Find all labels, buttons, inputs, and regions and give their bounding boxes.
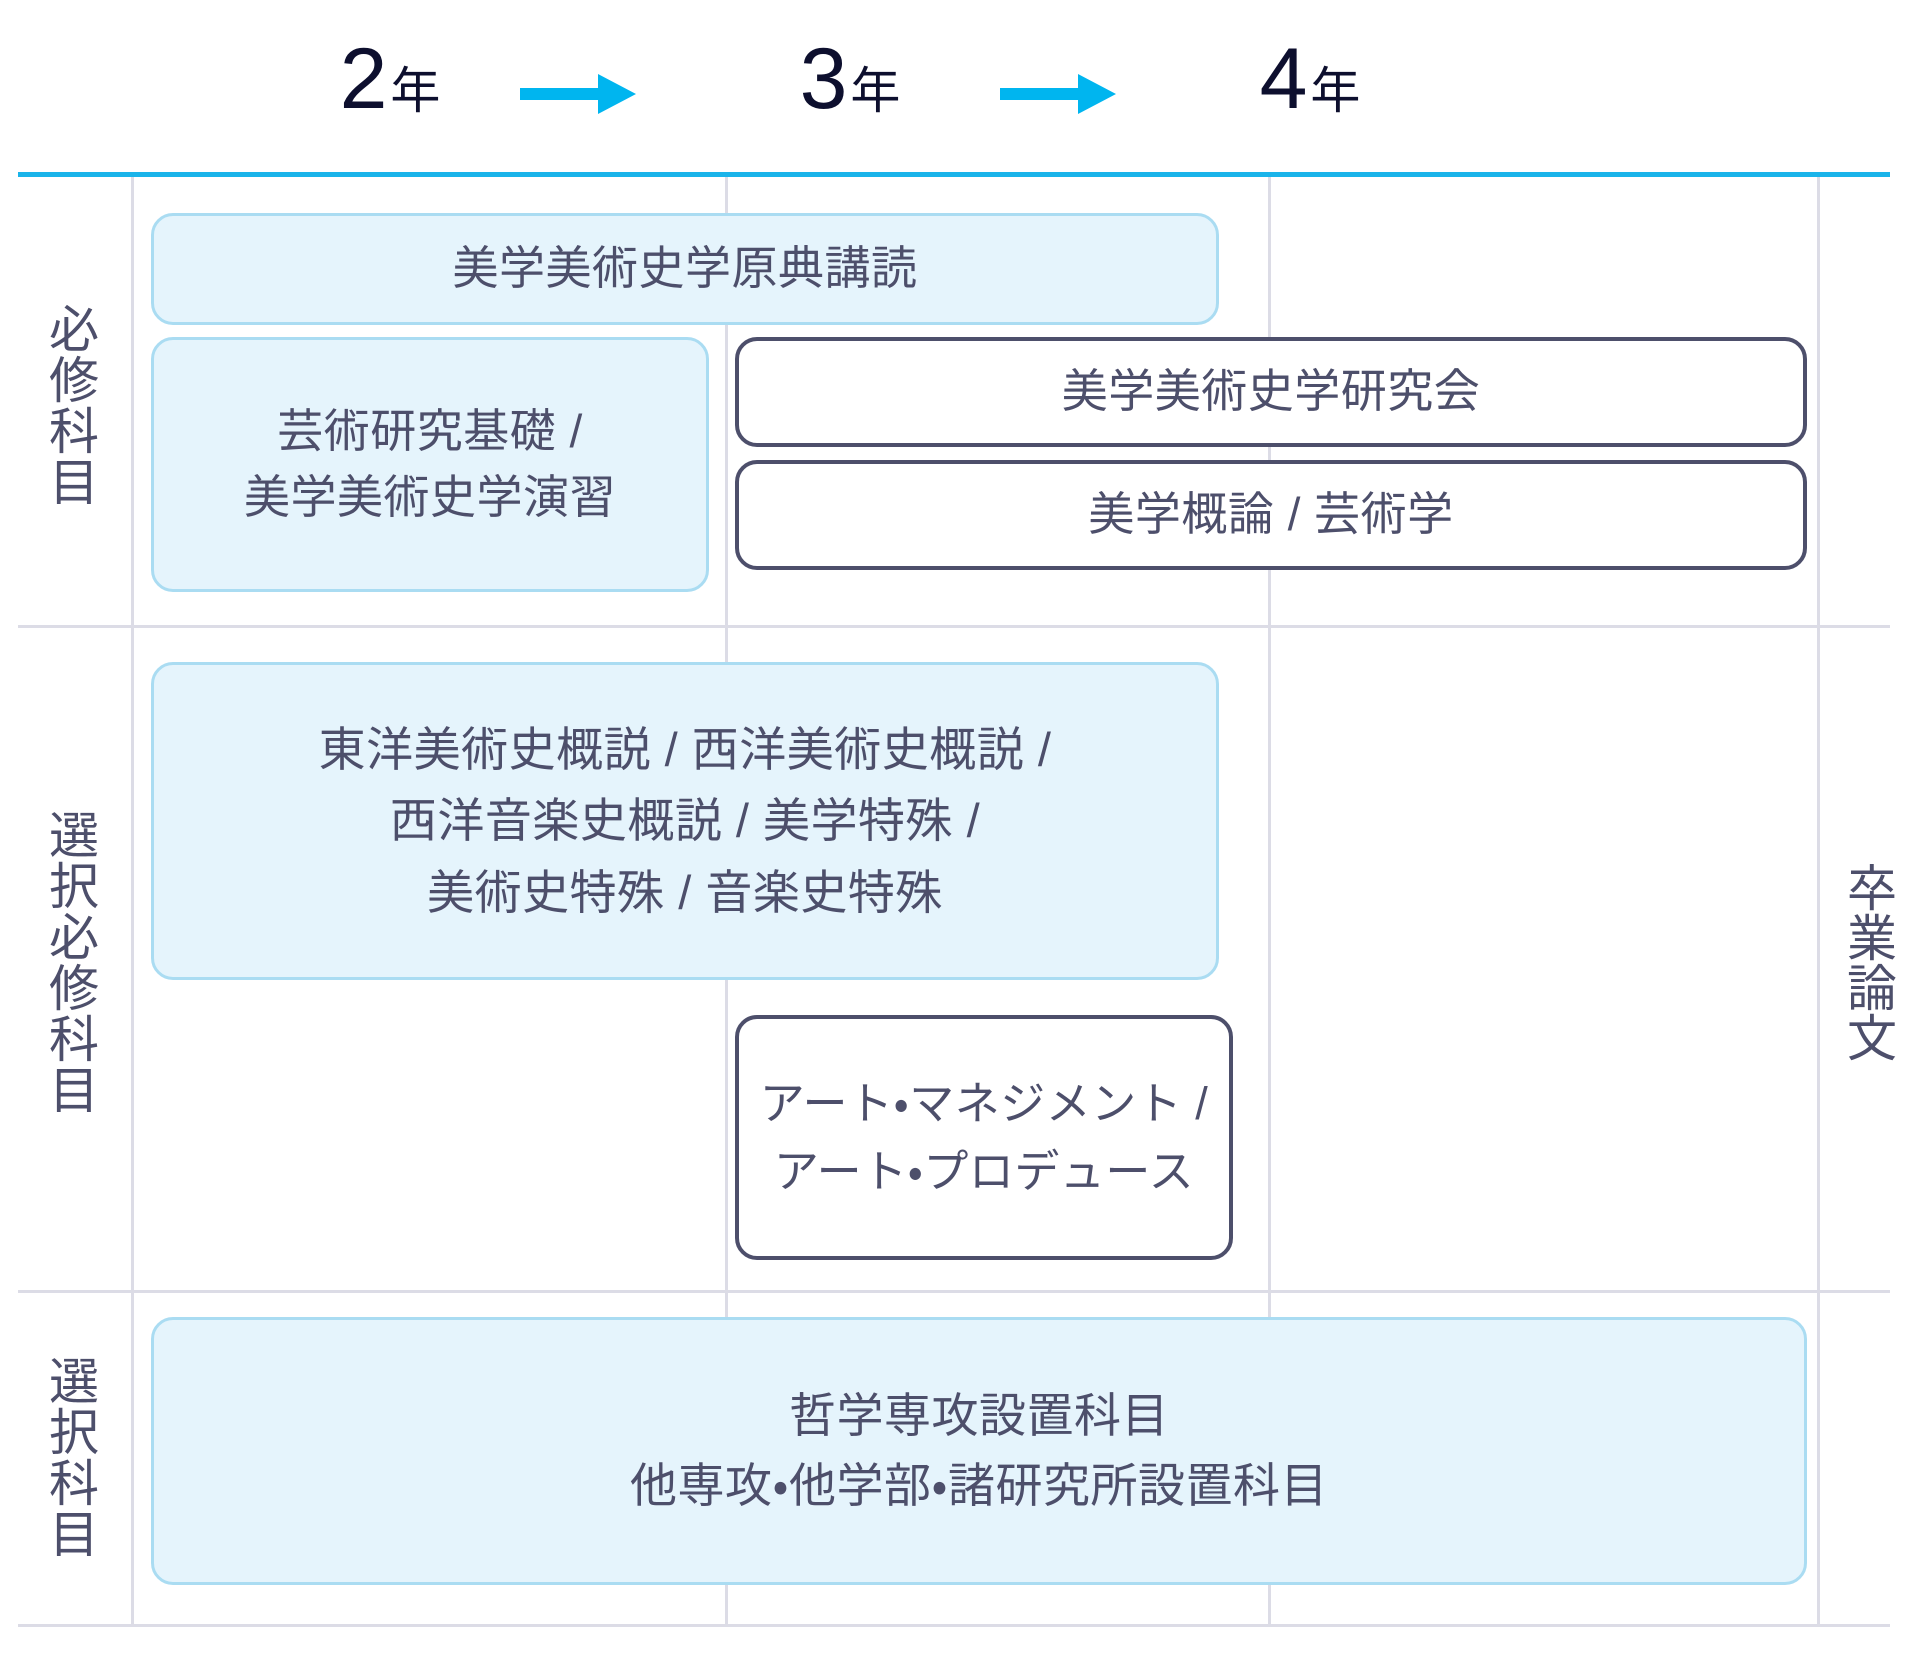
course-box-genten-kodoku: 美学美術史学原典講読 bbox=[151, 213, 1219, 325]
year-unit-2: 年 bbox=[390, 63, 441, 119]
arrow-right-icon-1 bbox=[520, 72, 638, 116]
course-line-1: 哲学専攻設置科目 bbox=[789, 1388, 1169, 1442]
course-line-2: 西洋音楽史概説 / 美学特殊 / bbox=[389, 794, 981, 848]
year-unit-3: 年 bbox=[850, 63, 901, 119]
year-label-2: 2 年 bbox=[300, 36, 480, 122]
course-box-tetsugaku-senko: 哲学専攻設置科目 他専攻・他学部・諸研究所設置科目 bbox=[151, 1317, 1807, 1585]
year-number-2: 2 bbox=[339, 31, 388, 127]
year-unit-4: 年 bbox=[1310, 63, 1361, 119]
year-number-3: 3 bbox=[799, 31, 848, 127]
course-box-art-management: アート・マネジメント / アート・プロデュース bbox=[735, 1015, 1233, 1260]
course-box-geijutsu-kenkyu-kiso: 芸術研究基礎 / 美学美術史学演習 bbox=[151, 337, 709, 592]
curriculum-grid: 必修科目 選択必修科目 選択科目 卒業論文 美学美術史学原典講読 芸術研究基礎 … bbox=[0, 177, 1920, 1627]
year-header: 2 年 3 年 4 年 bbox=[0, 0, 1920, 175]
course-box-bigaku-bijutsushigaku-kenkyukai: 美学美術史学研究会 bbox=[735, 337, 1807, 447]
row-label-elective: 選択科目 bbox=[42, 1355, 98, 1559]
course-line-1: アート・マネジメント / bbox=[759, 1078, 1209, 1129]
course-line-2: 他専攻・他学部・諸研究所設置科目 bbox=[630, 1459, 1328, 1512]
row-label-required: 必修科目 bbox=[42, 303, 98, 507]
course-box-geijutsu-kenkyu-kiso-text: 芸術研究基礎 / 美学美術史学演習 bbox=[244, 399, 616, 530]
year-number-4: 4 bbox=[1259, 31, 1308, 127]
grid-hline-1 bbox=[18, 625, 1890, 628]
course-box-gairon-label: 美学概論 / 芸術学 bbox=[1088, 488, 1454, 541]
course-box-kenkyukai-label: 美学美術史学研究会 bbox=[1061, 365, 1481, 418]
grid-hline-3 bbox=[18, 1624, 1890, 1627]
side-label-thesis: 卒業論文 bbox=[1840, 862, 1896, 1062]
course-line-1: 芸術研究基礎 / bbox=[277, 405, 583, 458]
header-divider bbox=[18, 172, 1890, 177]
arrow-right-icon-2 bbox=[1000, 72, 1118, 116]
grid-vline-left bbox=[131, 177, 134, 1627]
course-line-3: 美術史特殊 / 音楽史特殊 bbox=[427, 865, 943, 919]
course-box-tetsugaku-text: 哲学専攻設置科目 他専攻・他学部・諸研究所設置科目 bbox=[630, 1381, 1328, 1522]
course-box-genten-kodoku-label: 美学美術史学原典講読 bbox=[452, 242, 918, 295]
course-box-gaisetsu-text: 東洋美術史概説 / 西洋美術史概説 / 西洋音楽史概説 / 美学特殊 / 美術史… bbox=[319, 714, 1052, 928]
grid-vline-year3-year4 bbox=[1268, 177, 1271, 1627]
course-line-1: 東洋美術史概説 / 西洋美術史概説 / bbox=[318, 722, 1052, 776]
row-label-elective-required: 選択必修科目 bbox=[42, 809, 98, 1115]
course-line-2: アート・プロデュース bbox=[773, 1145, 1195, 1197]
course-line-2: 美学美術史学演習 bbox=[244, 470, 616, 523]
course-box-bigaku-gairon: 美学概論 / 芸術学 bbox=[735, 460, 1807, 570]
grid-vline-right bbox=[1817, 177, 1820, 1627]
course-box-art-management-text: アート・マネジメント / アート・プロデュース bbox=[760, 1070, 1209, 1205]
year-label-4: 4 年 bbox=[1220, 36, 1400, 122]
grid-hline-2 bbox=[18, 1290, 1890, 1293]
course-box-gaisetsu-tokushu: 東洋美術史概説 / 西洋美術史概説 / 西洋音楽史概説 / 美学特殊 / 美術史… bbox=[151, 662, 1219, 980]
year-label-3: 3 年 bbox=[760, 36, 940, 122]
